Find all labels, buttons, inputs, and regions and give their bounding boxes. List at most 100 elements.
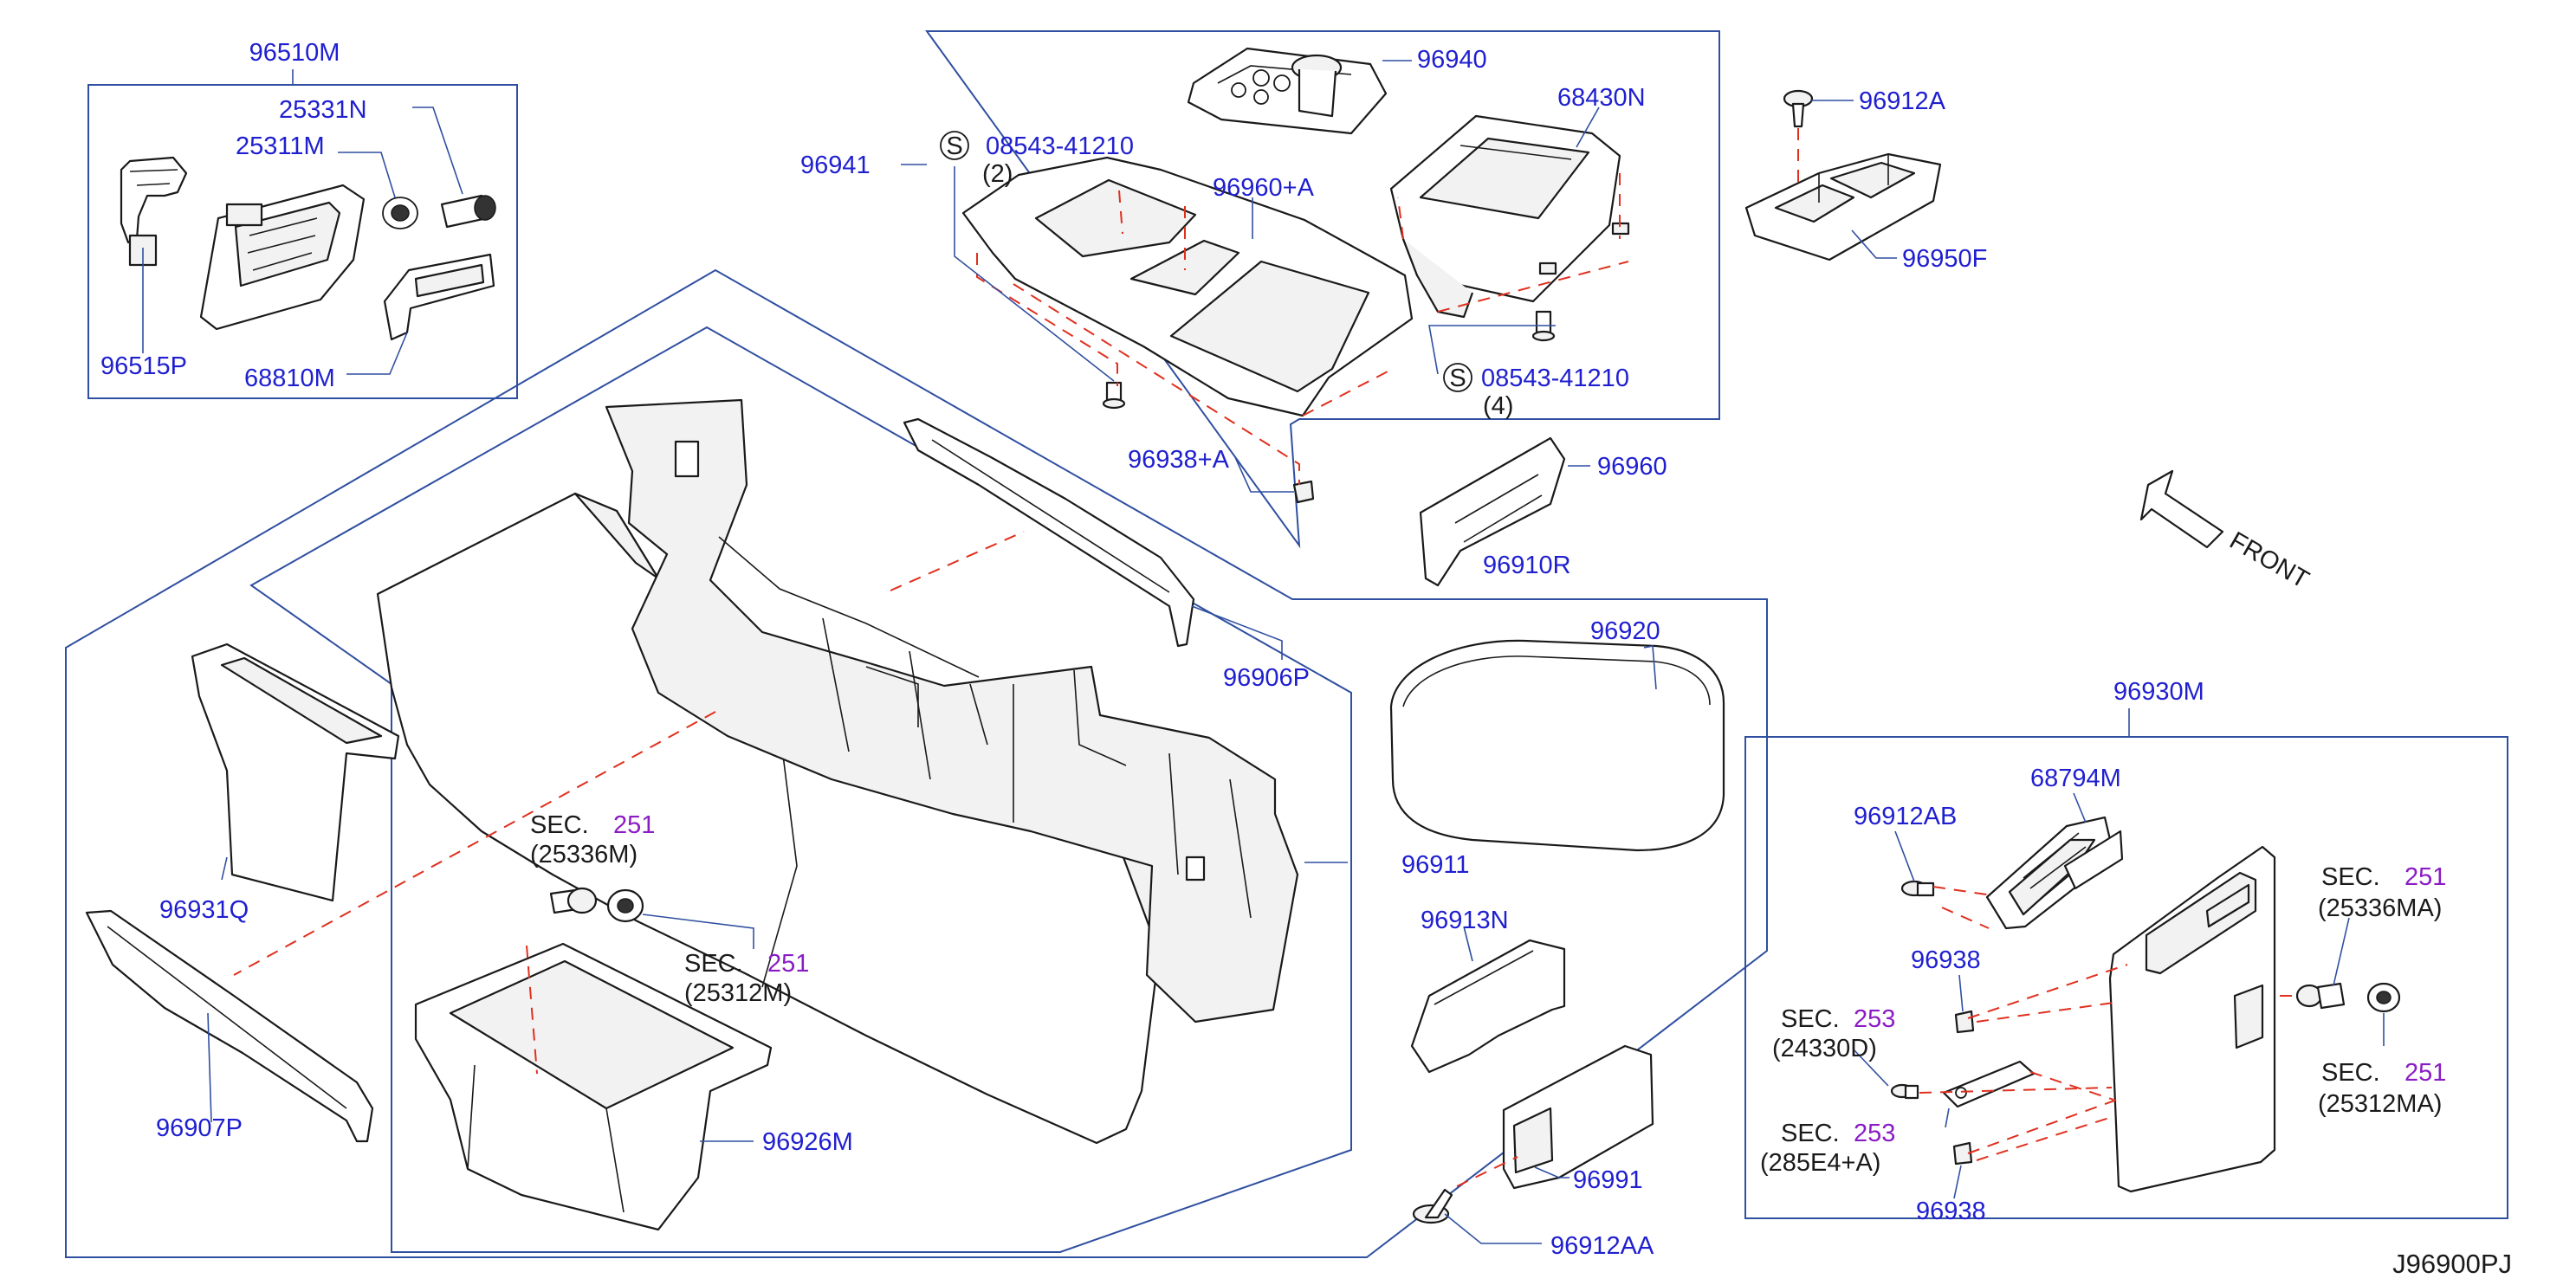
screw-top (1102, 381, 1126, 410)
sec-number-25312MA: 251 (2404, 1059, 2446, 1087)
socket-housing-25311M (199, 184, 366, 331)
sec-part-24330D: (24330D) (1772, 1035, 1877, 1062)
sec-prefix-24330D: SEC. (1781, 1005, 1840, 1033)
sec-number-25336MA: 251 (2404, 863, 2446, 891)
leader-96920 (1643, 645, 1657, 690)
clip-96938-bottom (1952, 1141, 1973, 1166)
phantom-96912AA (1456, 1156, 1518, 1187)
finisher-96931Q (191, 642, 400, 902)
callout-96912AB: 96912AB (1854, 803, 1957, 830)
console-frame-96911 (605, 398, 1299, 1023)
bracket-96991 (1502, 1044, 1654, 1190)
frame-96941 (925, 30, 1720, 549)
leader-24330D (1853, 1049, 1889, 1087)
callout-96940: 96940 (1417, 46, 1487, 74)
callout-96913N: 96913N (1421, 907, 1509, 934)
callout-96920: 96920 (1590, 617, 1660, 645)
callout-96938-top: 96938 (1911, 946, 1981, 974)
leader-96950F (1851, 229, 1897, 259)
socket-ring-25311M (382, 197, 418, 229)
power-outlet-25312MA (2366, 982, 2401, 1013)
phantom-96911 (233, 531, 1025, 1075)
lighter-socket-25336MA (2295, 982, 2346, 1010)
front-arrow-icon (2139, 469, 2224, 549)
shift-bezel-96940 (1187, 47, 1388, 135)
armrest-96920 (1389, 639, 1725, 852)
sec-part-285E4A: (285E4+A) (1760, 1149, 1880, 1177)
lighter-socket-25336M (549, 887, 598, 914)
callout-25311M: 25311M (236, 132, 325, 160)
frame-96930M (1744, 736, 2508, 1219)
grommet-24330D (1890, 1083, 1919, 1100)
sec-number-25336M: 251 (613, 811, 655, 839)
callout-96911: 96911 (1401, 851, 1470, 879)
sec-number-24330D: 253 (1854, 1005, 1895, 1033)
leader-96912AA (1444, 1213, 1542, 1244)
handle-285E4A (1942, 1060, 2036, 1108)
screw-symbol-top: S (940, 131, 969, 160)
screw-symbol-bottom: S (1443, 363, 1472, 392)
callout-96960: 96960 (1597, 453, 1667, 481)
leader-68794M (2073, 792, 2087, 823)
callout-68794M: 68794M (2030, 765, 2121, 792)
sec-part-25336MA: (25336MA) (2318, 894, 2442, 922)
bracket-96515P (120, 156, 188, 267)
callout-96931Q: 96931Q (159, 896, 249, 924)
frame-96510M (87, 84, 518, 399)
sec-prefix-285E4A: SEC. (1781, 1120, 1840, 1147)
callout-96938A: 96938+A (1128, 446, 1230, 474)
leader-08543-bot (1428, 325, 1556, 375)
callout-96910R: 96910R (1483, 552, 1571, 579)
leader-68430N (1576, 107, 1600, 148)
callout-08543-top-qty: (2) (982, 160, 1013, 188)
frame-96911 (249, 326, 1352, 1253)
finisher-96906P (903, 417, 1195, 648)
callout-08543-top: 08543-41210 (986, 132, 1134, 160)
screw-symbol-letter-top: S (946, 132, 962, 160)
clip-96938A (1292, 480, 1315, 504)
phantom-96930M (1919, 886, 2297, 1161)
bracket-96950F (1744, 152, 1942, 262)
leader-96906P (1191, 605, 1283, 660)
callout-96941: 96941 (800, 152, 871, 179)
sec-prefix-25312M: SEC. (684, 950, 743, 978)
screw-symbol-letter-bottom: S (1449, 365, 1466, 392)
callout-96515P: 96515P (100, 352, 187, 380)
finisher-96960 (1419, 436, 1566, 587)
sec-part-25312MA: (25312MA) (2318, 1090, 2442, 1118)
finisher-96907P (85, 909, 374, 1143)
callout-68430N: 68430N (1557, 84, 1646, 112)
leader-08543-top (954, 166, 1115, 382)
leader-96931Q (221, 856, 228, 881)
leader-285E4A (1945, 1107, 1950, 1128)
storage-box-96926M (414, 942, 773, 1231)
phantom-96941 (976, 173, 1629, 485)
leader-96991 (1534, 1166, 1570, 1178)
sec-prefix-25336MA: SEC. (2321, 863, 2380, 891)
frame-96910R (65, 268, 1768, 1258)
leader-25331N (412, 107, 463, 195)
leader-25312M (642, 914, 754, 949)
vent-68794M (1985, 816, 2124, 930)
leader-96912AB (1894, 830, 1915, 882)
leader-96907P (207, 1012, 212, 1123)
leader-96913N (1463, 926, 1473, 962)
callout-96926M: 96926M (762, 1128, 853, 1156)
plug-25331N (440, 194, 496, 229)
callout-96906P: 96906P (1223, 664, 1310, 692)
callout-96912AA: 96912AA (1550, 1232, 1654, 1260)
callout-96960A: 96960+A (1213, 174, 1315, 202)
sec-number-285E4A: 253 (1854, 1120, 1895, 1147)
leader-25336MA (2333, 917, 2350, 986)
callout-96938-bottom: 96938 (1916, 1198, 1986, 1225)
leader-96938-bottom (1953, 1165, 1962, 1199)
grommet-96912AB (1900, 880, 1935, 897)
callout-68810M: 68810M (244, 365, 335, 392)
sec-prefix-25312MA: SEC. (2321, 1059, 2380, 1087)
callout-96907P: 96907P (156, 1114, 243, 1142)
leader-96938-top (1958, 974, 1964, 1012)
console-finisher-96960A (961, 156, 1414, 417)
callout-96950F: 96950F (1902, 245, 1987, 273)
bracket-96913N (1410, 939, 1566, 1074)
clip-screw-96912A (1783, 89, 1814, 128)
